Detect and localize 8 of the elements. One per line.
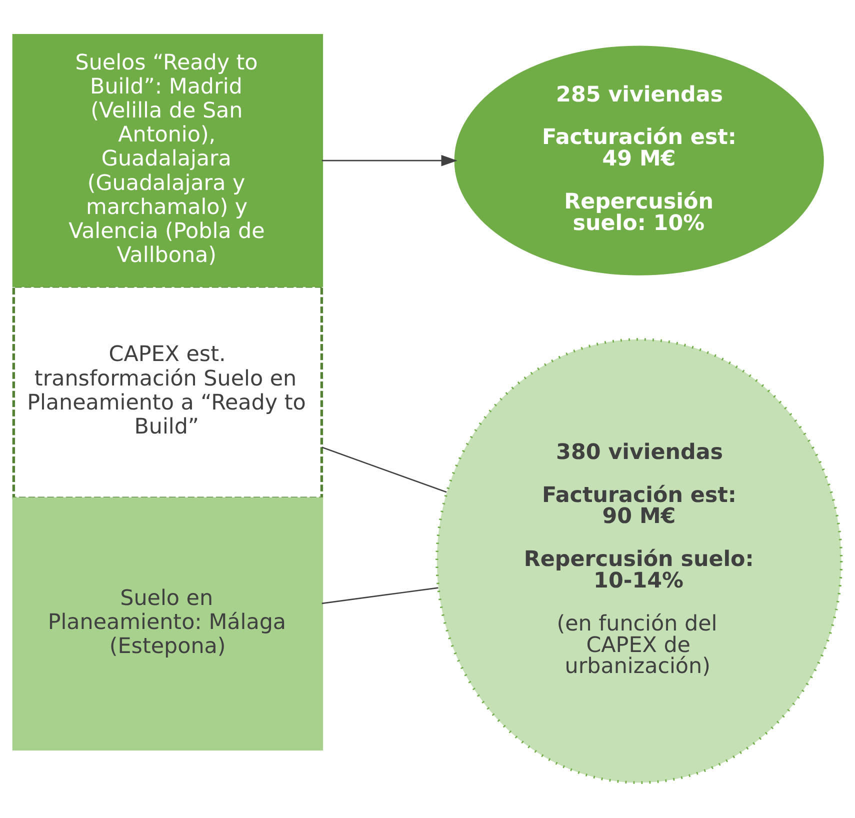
node-circle: 380 viviendas Facturación est: 90 M€ Repercusión suelo: 10-14% (en función del CAPEX de urbanización) — [436, 338, 843, 784]
arrow — [322, 154, 458, 166]
node-box: Suelos “Ready to Build”: Madrid (Velilla de San Antonio), Guadalajara (Guadalajara y marchamalo) y Valencia (Pobla de Vallbona) — [12, 34, 324, 288]
connector — [322, 587, 438, 604]
node-ellipse: 285 viviendas Facturación est: 49 M€ Repercusión suelo: 10% — [454, 46, 824, 276]
node-box: Suelo en Planeamiento: Málaga (Estepona) — [12, 497, 324, 750]
node-box: CAPEX est. transformación Suelo en Planeamiento a “Ready to Build” — [12, 285, 324, 500]
connector — [322, 446, 447, 493]
